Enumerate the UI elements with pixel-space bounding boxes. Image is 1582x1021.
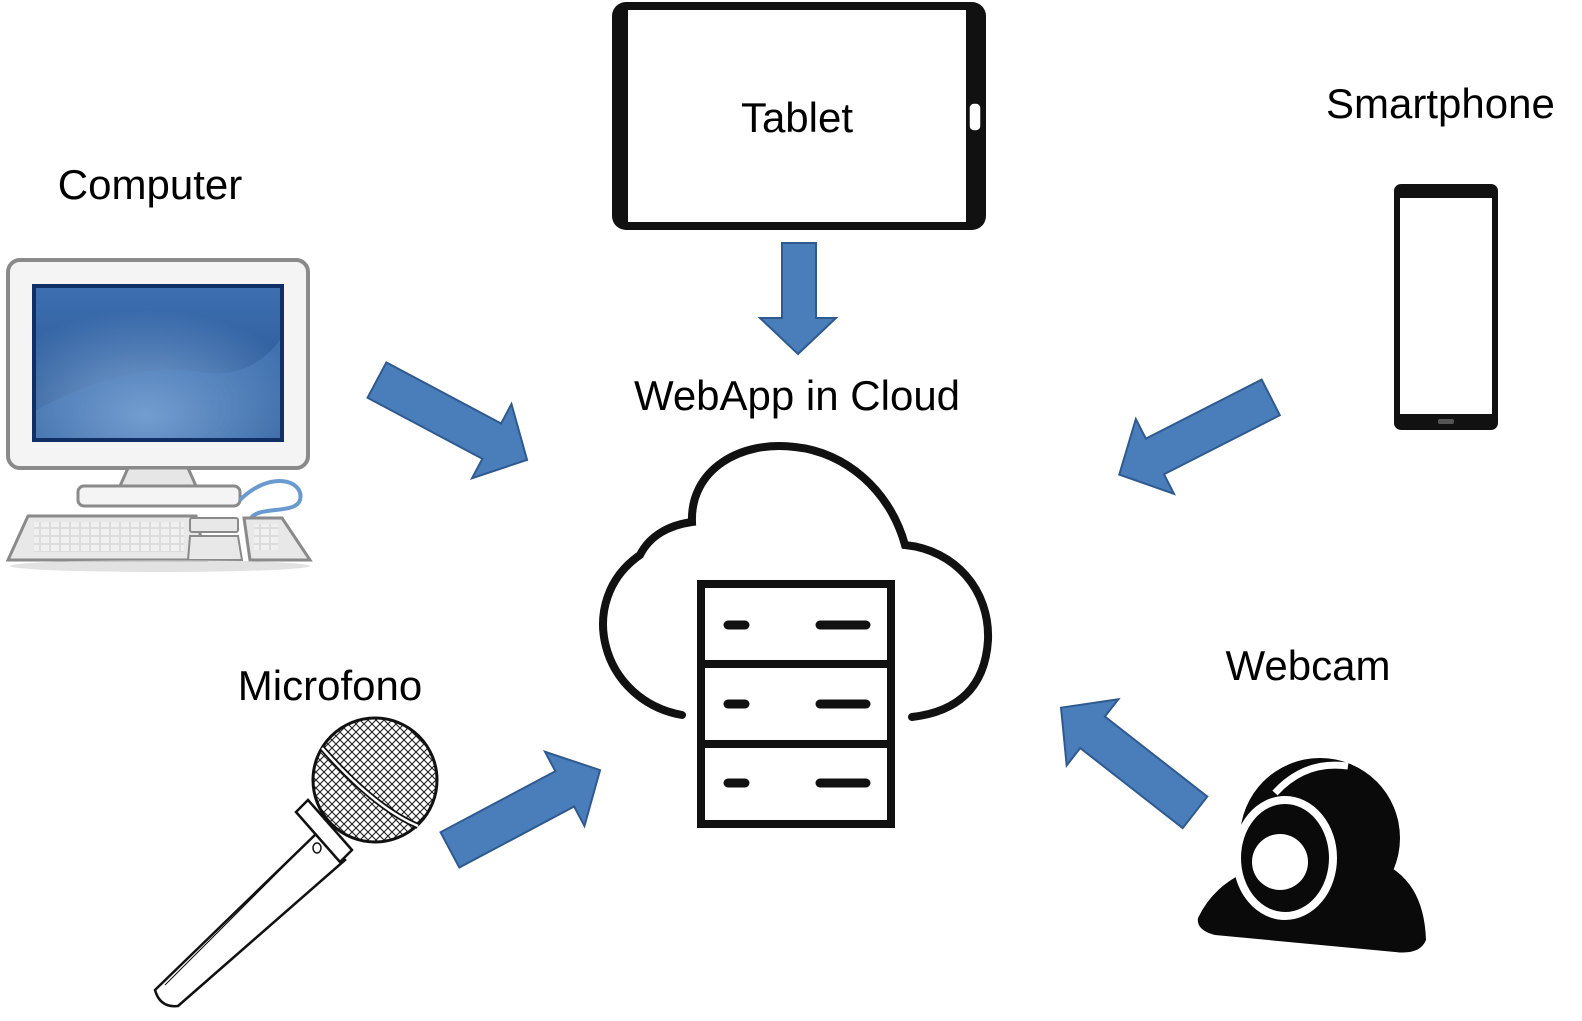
cloud-server-icon [599,442,993,828]
microphone-label: Microfono [238,662,422,709]
webcam-icon [1197,758,1426,953]
webcam-label: Webcam [1226,642,1391,689]
tablet-label: Tablet [741,94,853,141]
desktop-computer-icon [5,258,313,572]
arrow-computer-to-cloud [366,361,529,480]
arrow-smartphone-to-cloud [1118,378,1282,496]
microphone-icon [153,716,439,1008]
tablet-icon [612,2,986,230]
arrow-webcam-to-cloud [1059,697,1209,830]
webapp-cloud-label: WebApp in Cloud [634,372,960,419]
arrow-microphone-to-cloud [439,750,602,869]
smartphone-icon [1394,184,1498,430]
smartphone-label: Smartphone [1326,80,1555,127]
arrow-tablet-to-cloud [757,242,839,356]
computer-label: Computer [58,161,242,208]
